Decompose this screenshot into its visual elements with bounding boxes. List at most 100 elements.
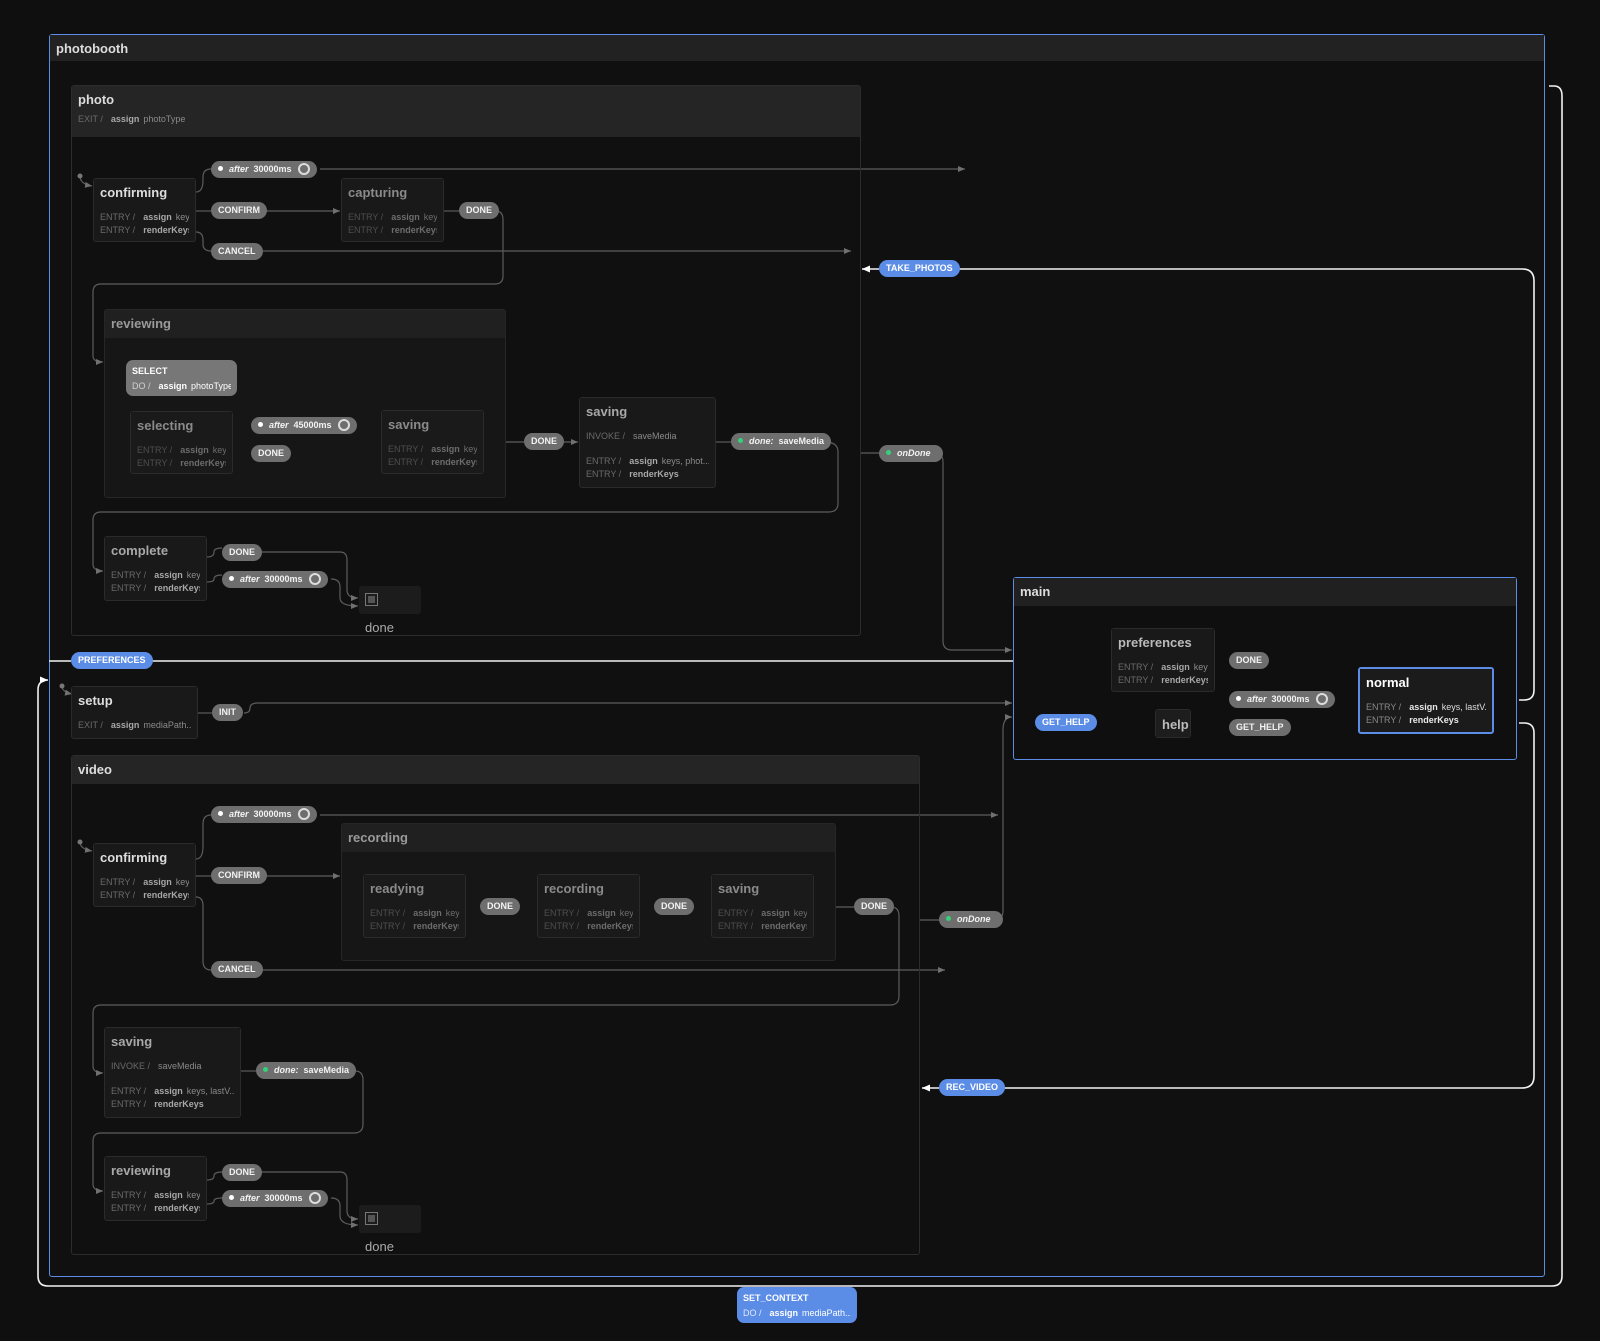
event-readying-done[interactable]: DONE [480, 898, 521, 915]
event-preferences[interactable]: PREFERENCES [71, 652, 153, 669]
action-verb: assign [587, 908, 616, 918]
action-kind: ENTRY / [137, 458, 173, 468]
state-photo-done[interactable]: done [359, 586, 421, 635]
action-verb: renderKeys [154, 1203, 200, 1213]
event-vsaving-done[interactable]: DONE [854, 898, 895, 915]
action-verb: renderKeys [391, 225, 437, 235]
action-verb: renderKeys [180, 458, 226, 468]
event-take-photos[interactable]: TAKE_PHOTOS [879, 260, 960, 277]
done-dot-icon [738, 438, 743, 443]
action-arg: keys [1193, 662, 1208, 672]
event-recording-done[interactable]: DONE [654, 898, 695, 915]
event-photo-saving-done[interactable]: done:saveMedia [731, 433, 832, 450]
action-kind: ENTRY / [100, 890, 136, 900]
event-keyword: after [269, 420, 289, 430]
event-keyword: after [240, 574, 260, 584]
wire-complete-after [206, 574, 223, 583]
action-verb: renderKeys [413, 921, 459, 931]
timer-dot-icon [229, 576, 234, 581]
event-get-help[interactable]: GET_HELP [1035, 714, 1097, 731]
timer-dot-icon [218, 811, 223, 816]
wire-vreview-after-final [330, 1197, 359, 1228]
action-arg: photoType [191, 381, 231, 391]
state-label: capturing [342, 179, 443, 205]
event-keyword: after [229, 164, 249, 174]
action-verb: assign [761, 908, 790, 918]
action-verb: renderKeys [143, 225, 189, 235]
action-arg: keys, lastV... [186, 1086, 234, 1096]
action-verb: assign [769, 1308, 799, 1318]
action-kind: ENTRY / [544, 921, 580, 931]
state-label: readying [364, 875, 465, 901]
event-keyword: after [240, 1193, 260, 1203]
action-kind: ENTRY / [137, 445, 173, 455]
action-kind: ENTRY / [1366, 715, 1402, 725]
event-review-done[interactable]: DONE [524, 433, 565, 450]
action-verb: assign [158, 381, 188, 391]
event-video-confirm[interactable]: CONFIRM [211, 867, 267, 884]
state-video-done[interactable]: done [359, 1205, 421, 1254]
action-arg: mediaPath... [802, 1308, 851, 1318]
event-video-saving-done[interactable]: done:saveMedia [256, 1062, 357, 1079]
state-video[interactable]: video [71, 755, 920, 1255]
action-verb: renderKeys [431, 457, 477, 467]
event-complete-done[interactable]: DONE [222, 544, 263, 561]
event-video-ondone[interactable]: onDone [939, 911, 1003, 928]
wire-vreview-done [206, 1171, 223, 1181]
state-label: complete [105, 537, 206, 563]
event-help-get-help[interactable]: GET_HELP [1229, 719, 1291, 736]
action-arg: mediaPath... [143, 720, 191, 730]
event-photo-ondone[interactable]: onDone [879, 445, 943, 462]
initial-state-dot [77, 173, 83, 179]
event-photo-confirm[interactable]: CONFIRM [211, 202, 267, 219]
event-keyword: done: [274, 1065, 299, 1075]
event-photo-cancel[interactable]: CANCEL [211, 243, 263, 260]
event-init[interactable]: INIT [212, 704, 243, 721]
event-select-done[interactable]: DONE [251, 445, 292, 462]
action-kind: DO / [743, 1308, 762, 1318]
event-value: 30000ms [253, 809, 292, 819]
event-vreview-done[interactable]: DONE [222, 1164, 263, 1181]
wire-capturing-to-reviewing [92, 210, 504, 365]
action-kind: ENTRY / [370, 921, 406, 931]
wire-take-photos-loop [956, 268, 1535, 701]
event-capturing-done[interactable]: DONE [459, 202, 500, 219]
event-rec-video[interactable]: REC_VIDEO [939, 1079, 1006, 1096]
action-kind: ENTRY / [1118, 662, 1154, 672]
action-kind: ENTRY / [388, 444, 424, 454]
event-keyword: done: [749, 436, 774, 446]
event-pref-done[interactable]: DONE [1229, 652, 1270, 669]
state-label: saving [712, 875, 813, 901]
action-arg: keys, phot... [661, 456, 709, 466]
event-video-cancel[interactable]: CANCEL [211, 961, 263, 978]
action-kind: ENTRY / [1366, 702, 1402, 712]
action-kind: ENTRY / [718, 908, 754, 918]
action-kind: ENTRY / [111, 1190, 147, 1200]
state-main-help[interactable]: help [1155, 709, 1191, 738]
done-dot-icon [946, 916, 951, 921]
